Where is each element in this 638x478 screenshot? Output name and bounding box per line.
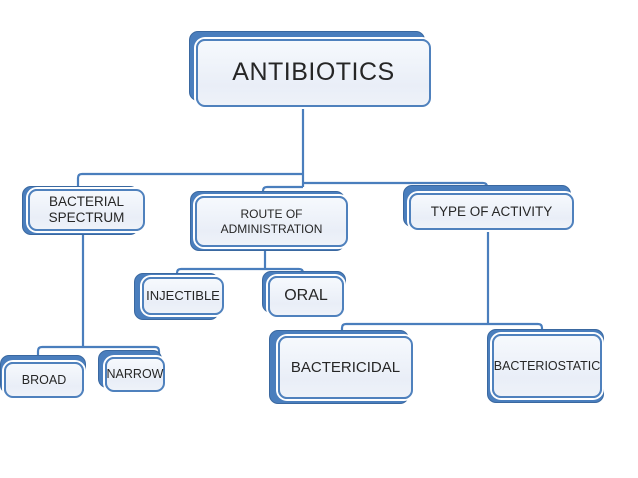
node-bactericidal: BACTERICIDAL	[269, 330, 413, 404]
node-label: INJECTIBLE	[146, 288, 220, 304]
node-label: ANTIBIOTICS	[232, 58, 395, 87]
node-label-box: ANTIBIOTICS	[196, 39, 431, 107]
node-label-box: NARROW	[105, 357, 165, 392]
node-label: BACTERIOSTATIC	[493, 358, 601, 373]
node-bacteriostatic: BACTERIOSTATIC	[487, 329, 604, 403]
node-broad: BROAD	[0, 355, 86, 398]
node-label-box: BROAD	[4, 362, 84, 398]
node-label: BROAD	[21, 372, 67, 387]
node-label-box: ROUTE OF ADMINISTRATION	[195, 196, 348, 247]
node-route-of-administration: ROUTE OF ADMINISTRATION	[190, 191, 348, 251]
node-type-of-activity: TYPE OF ACTIVITY	[403, 185, 574, 230]
node-label: BACTERIAL SPECTRUM	[48, 194, 125, 225]
node-label: ORAL	[284, 287, 328, 305]
node-antibiotics: ANTIBIOTICS	[189, 31, 431, 107]
node-bacterial-spectrum: BACTERIAL SPECTRUM	[22, 186, 145, 235]
node-injectible: INJECTIBLE	[134, 273, 224, 320]
node-label: TYPE OF ACTIVITY	[430, 203, 553, 219]
node-label-box: BACTERIAL SPECTRUM	[28, 189, 145, 231]
node-label: ROUTE OF ADMINISTRATION	[220, 207, 323, 236]
node-oral: ORAL	[262, 271, 346, 317]
node-label-box: BACTERIOSTATIC	[492, 334, 602, 398]
node-label-box: TYPE OF ACTIVITY	[409, 193, 574, 230]
node-label-box: ORAL	[268, 276, 344, 317]
node-narrow: NARROW	[98, 350, 165, 392]
node-label-box: INJECTIBLE	[142, 277, 224, 315]
node-label: NARROW	[106, 367, 164, 382]
node-label-box: BACTERICIDAL	[278, 336, 413, 399]
node-label: BACTERICIDAL	[290, 358, 401, 376]
